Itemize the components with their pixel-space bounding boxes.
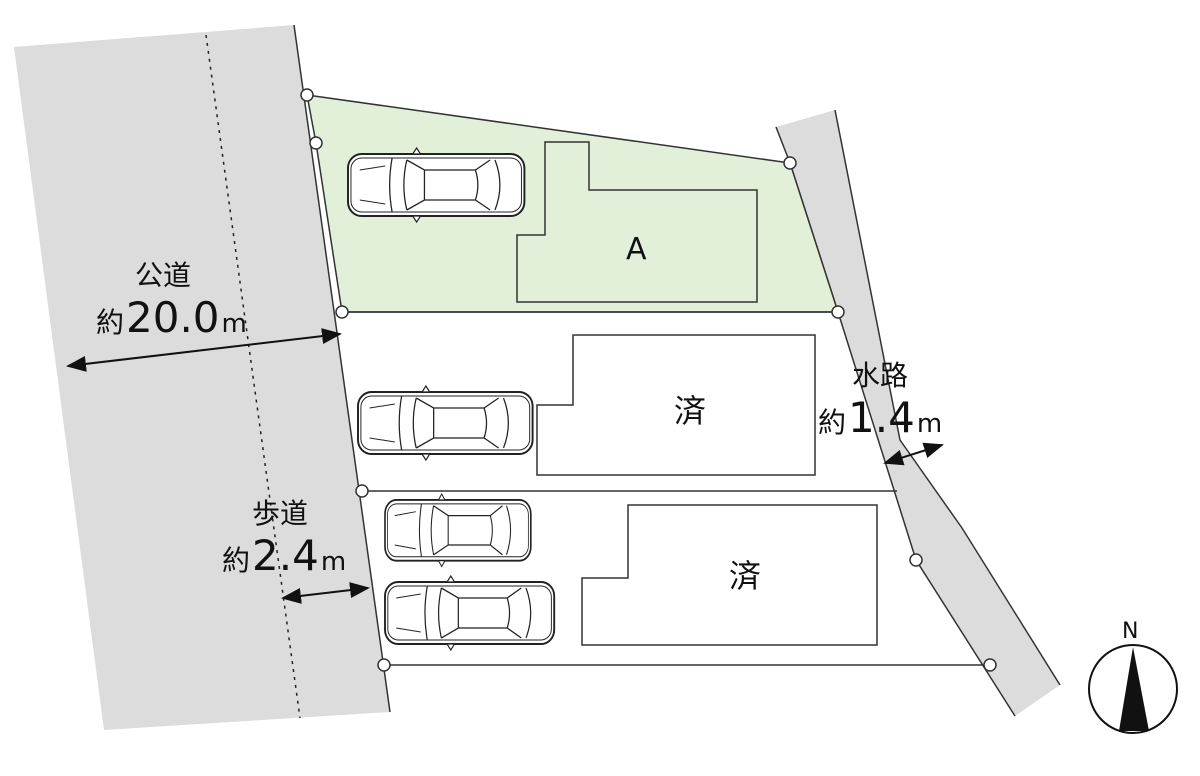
approx-prefix: 約	[96, 306, 125, 339]
road-width-arrow	[66, 328, 342, 372]
sidewalk-width-value: 2.4	[252, 531, 319, 580]
car-icon	[357, 385, 534, 461]
sidewalk-width: 約 2.4 m	[222, 535, 346, 577]
car-icon	[384, 493, 532, 568]
road-width: 約 20.0 m	[96, 297, 247, 339]
north-arrow-icon	[1088, 644, 1178, 734]
lot-3-label: 済	[729, 557, 762, 595]
lot-2-label: 済	[674, 392, 707, 430]
road-width-value: 20.0	[126, 293, 220, 342]
waterway-width-arrow	[883, 442, 944, 466]
compass-north-label: N	[1122, 619, 1139, 644]
approx-prefix: 約	[818, 406, 847, 439]
house-a	[516, 141, 758, 303]
house-3	[581, 504, 878, 646]
car-icon	[347, 147, 526, 223]
sidewalk-width-arrow	[281, 582, 370, 604]
waterway	[776, 110, 1060, 716]
approx-prefix: 約	[222, 544, 251, 577]
car-icon	[384, 575, 556, 651]
boundary-markers	[300, 88, 997, 672]
sidewalk-boundary	[205, 34, 301, 719]
public-road	[14, 25, 390, 730]
road-label: 公道	[135, 259, 192, 292]
waterway-label: 水路	[852, 359, 909, 392]
waterway-width: 約 1.4 m	[818, 397, 942, 439]
waterway-width-value: 1.4	[848, 393, 915, 442]
house-2	[536, 334, 816, 476]
sidewalk-label: 歩道	[252, 497, 309, 530]
unit: m	[221, 309, 247, 339]
unit: m	[320, 547, 347, 577]
unit: m	[916, 409, 943, 439]
lot-a-label: A	[626, 232, 647, 267]
